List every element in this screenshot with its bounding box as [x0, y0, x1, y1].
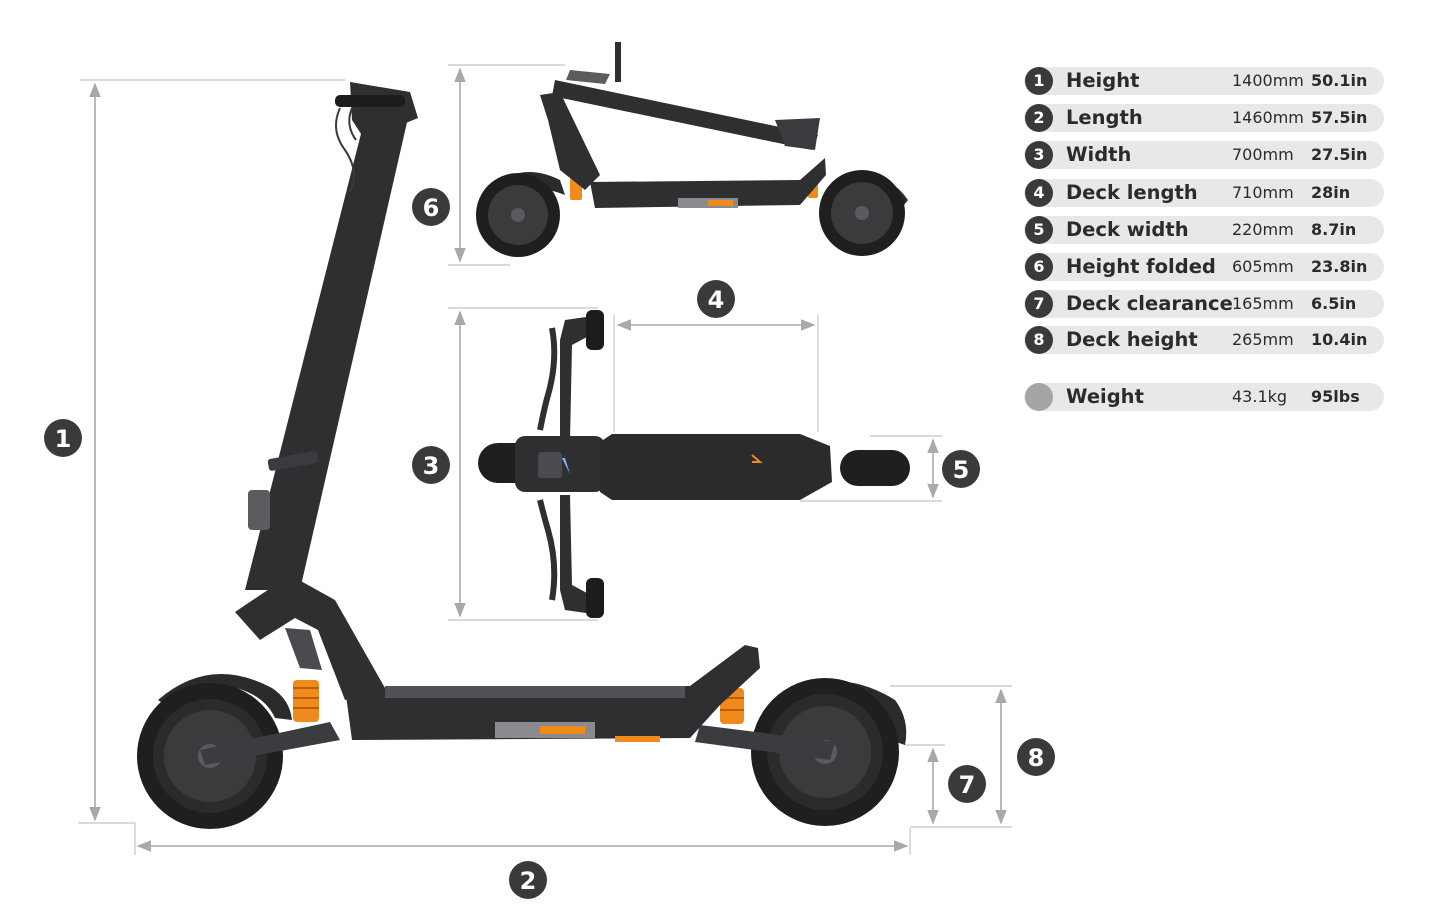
spec-imperial: 6.5in — [1311, 294, 1357, 313]
spec-number: 5 — [1025, 216, 1053, 244]
scooter-side-view — [137, 82, 907, 829]
spec-imperial: 23.8in — [1311, 257, 1368, 276]
spec-metric: 710mm — [1232, 183, 1294, 202]
spec-row-height: 1 Height 1400mm 50.1in — [1024, 67, 1384, 95]
spec-metric: 165mm — [1232, 294, 1294, 313]
badge-7: 7 — [948, 765, 986, 803]
badge-1: 1 — [44, 419, 82, 457]
svg-text:1: 1 — [55, 425, 72, 453]
spec-imperial: 10.4in — [1311, 330, 1368, 349]
svg-text:8: 8 — [1028, 744, 1045, 772]
badge-6: 6 — [412, 188, 450, 226]
badge-3: 3 — [412, 446, 450, 484]
svg-text:5: 5 — [953, 456, 970, 484]
spec-number: 7 — [1025, 290, 1053, 318]
spec-metric: 1400mm — [1232, 71, 1304, 90]
spec-metric: 1460mm — [1232, 108, 1304, 127]
spec-label: Deck clearance — [1066, 292, 1233, 315]
svg-text:4: 4 — [708, 286, 725, 314]
spec-label: Deck width — [1066, 218, 1189, 241]
svg-text:7: 7 — [959, 771, 976, 799]
spec-metric: 43.1kg — [1232, 387, 1288, 406]
spec-metric: 605mm — [1232, 257, 1294, 276]
spec-imperial: 95lbs — [1311, 387, 1360, 406]
badge-2: 2 — [509, 861, 547, 899]
spec-number: 4 — [1025, 179, 1053, 207]
spec-label: Deck height — [1066, 328, 1198, 351]
spec-row-deck-height: 8 Deck height 265mm 10.4in — [1024, 326, 1384, 354]
scooter-folded-view — [476, 42, 908, 257]
spec-imperial: 50.1in — [1311, 71, 1368, 90]
spec-row-deck-width: 5 Deck width 220mm 8.7in — [1024, 216, 1384, 244]
spec-number: 8 — [1025, 326, 1053, 354]
spec-row-weight: Weight 43.1kg 95lbs — [1024, 383, 1384, 411]
spec-row-length: 2 Length 1460mm 57.5in — [1024, 104, 1384, 132]
scooter-top-view — [478, 310, 910, 618]
spec-label: Deck length — [1066, 181, 1198, 204]
spec-row-deck-clearance: 7 Deck clearance 165mm 6.5in — [1024, 290, 1384, 318]
spec-imperial: 28in — [1311, 183, 1351, 202]
spec-row-deck-length: 4 Deck length 710mm 28in — [1024, 179, 1384, 207]
spec-label: Height folded — [1066, 255, 1216, 278]
badge-8: 8 — [1017, 738, 1055, 776]
spec-number: 2 — [1025, 104, 1053, 132]
svg-text:3: 3 — [423, 452, 440, 480]
spec-number: 6 — [1025, 253, 1053, 281]
badge-4: 4 — [697, 280, 735, 318]
spec-imperial: 8.7in — [1311, 220, 1357, 239]
svg-text:6: 6 — [423, 194, 440, 222]
spec-row-height-folded: 6 Height folded 605mm 23.8in — [1024, 253, 1384, 281]
spec-label: Height — [1066, 69, 1140, 92]
spec-label: Weight — [1066, 385, 1144, 408]
spec-metric: 265mm — [1232, 330, 1294, 349]
spec-number: 3 — [1025, 141, 1053, 169]
spec-metric: 220mm — [1232, 220, 1294, 239]
spec-imperial: 57.5in — [1311, 108, 1368, 127]
svg-text:2: 2 — [520, 867, 537, 895]
spec-label: Width — [1066, 143, 1132, 166]
spec-metric: 700mm — [1232, 145, 1294, 164]
badge-5: 5 — [942, 450, 980, 488]
spec-number: 1 — [1025, 67, 1053, 95]
spec-row-width: 3 Width 700mm 27.5in — [1024, 141, 1384, 169]
spec-label: Length — [1066, 106, 1143, 129]
spec-imperial: 27.5in — [1311, 145, 1368, 164]
dimension-lines — [78, 64, 1012, 855]
weight-dot-icon — [1025, 383, 1053, 411]
